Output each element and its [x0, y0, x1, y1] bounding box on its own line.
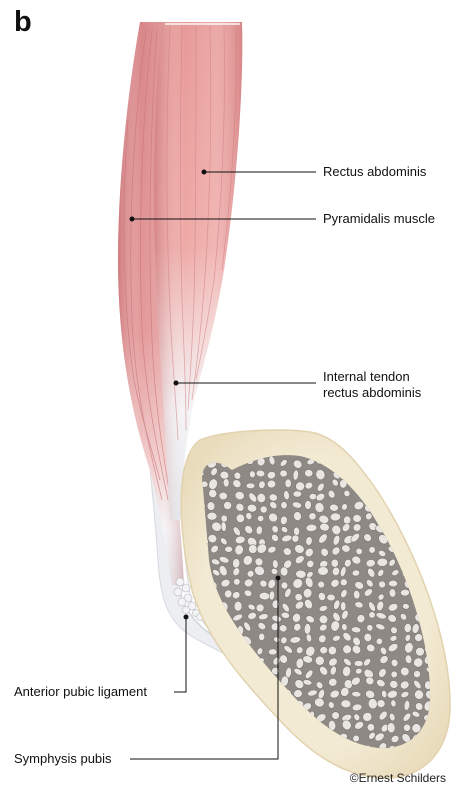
- symphysis-pubis-bone: [181, 430, 450, 778]
- label-rectus-abdominis: Rectus abdominis: [323, 164, 426, 180]
- label-symphysis-pubis: Symphysis pubis: [14, 751, 112, 767]
- label-anterior-pubic-ligament: Anterior pubic ligament: [14, 684, 147, 700]
- label-pyramidalis-muscle: Pyramidalis muscle: [323, 211, 435, 227]
- label-internal-tendon-line2: rectus abdominis: [323, 385, 421, 401]
- copyright-notice: ©Ernest Schilders: [350, 771, 446, 785]
- label-internal-tendon-line1: Internal tendon: [323, 369, 410, 385]
- panel-letter: b: [14, 8, 32, 37]
